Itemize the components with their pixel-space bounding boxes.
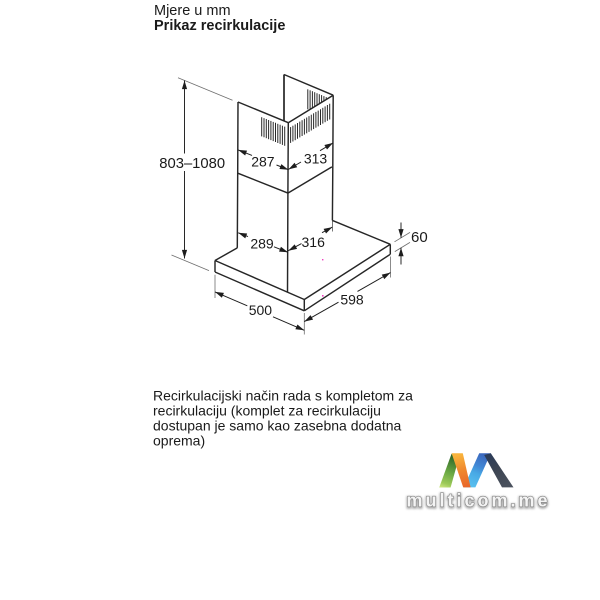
svg-text:598: 598 xyxy=(340,291,364,307)
svg-text:Prikaz recirkulacije: Prikaz recirkulacije xyxy=(154,18,285,34)
svg-text:oprema): oprema) xyxy=(153,433,205,449)
svg-text:dostupan je samo kao zasebna d: dostupan je samo kao zasebna dodatna xyxy=(153,418,402,434)
svg-text:500: 500 xyxy=(249,302,273,318)
svg-text:Recirkulacijski način rada s k: Recirkulacijski način rada s kompletom z… xyxy=(153,388,413,404)
svg-text:316: 316 xyxy=(302,234,326,250)
svg-text:289: 289 xyxy=(250,236,274,252)
svg-text:60: 60 xyxy=(411,229,428,246)
svg-text:recirkulaciju (komplet za reci: recirkulaciju (komplet za recirkulaciju xyxy=(153,403,381,419)
svg-text:Mjere u mm: Mjere u mm xyxy=(154,3,231,19)
svg-text:313: 313 xyxy=(304,151,328,167)
svg-text:multicom.me: multicom.me xyxy=(406,490,550,510)
svg-text:287: 287 xyxy=(251,154,275,170)
svg-text:multicom.me: multicom.me xyxy=(406,491,550,511)
svg-text:803–1080: 803–1080 xyxy=(159,156,225,172)
